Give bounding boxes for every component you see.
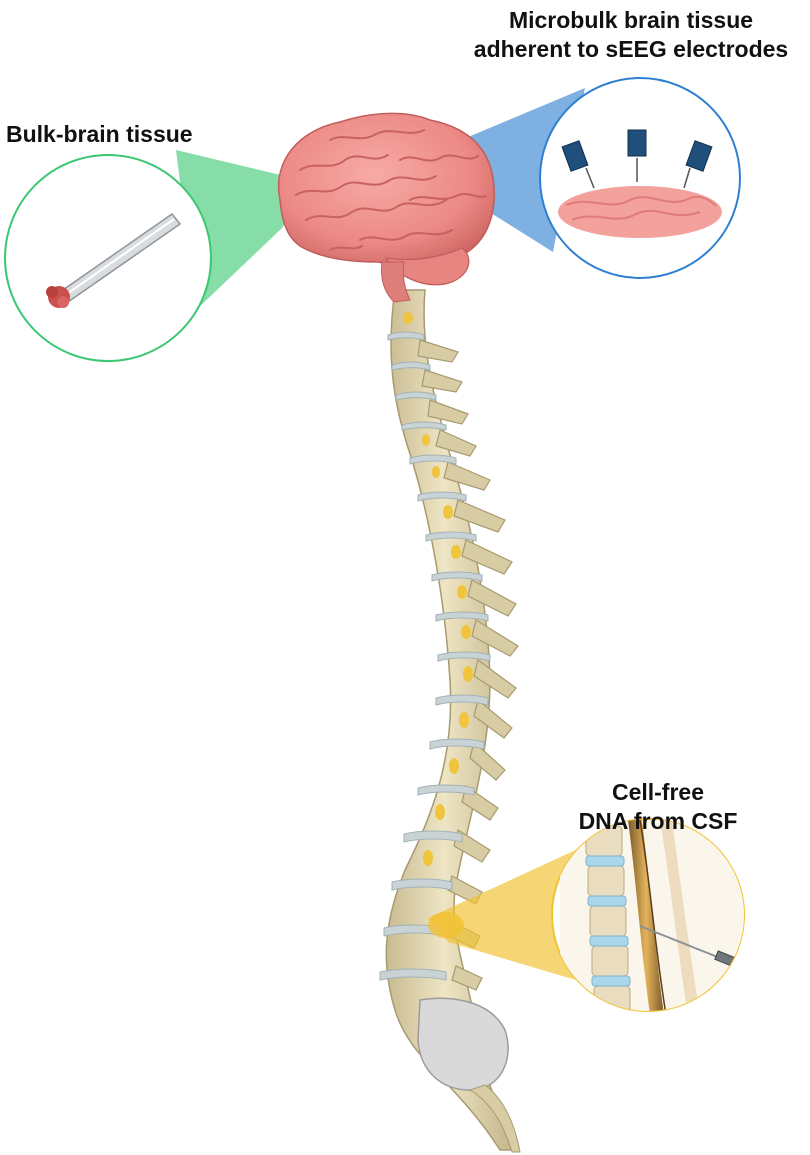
spinal-cord-segments [403, 312, 473, 866]
csf-callout-beam [428, 848, 596, 986]
seeg-electrodes-icon [558, 129, 722, 238]
coccyx [468, 1084, 521, 1153]
brain-stem [381, 261, 411, 303]
bulk-callout [4, 150, 314, 362]
microbulk-tissue-label-line-2: adherent to sEEG electrodes [473, 36, 789, 62]
microbulk-callout-circle [539, 77, 741, 279]
microbulk-callout-beam [418, 88, 585, 252]
spine [379, 289, 521, 1153]
forceps-tissue-sample-icon [46, 212, 182, 308]
csf-callout [428, 818, 745, 1012]
brain-cerebellum [384, 247, 470, 286]
intervertebral-discs [379, 331, 491, 981]
bulk-tissue-label-line: Bulk-brain tissue [6, 121, 193, 147]
microbulk-callout [418, 77, 741, 279]
csf-dna-label-line-1: Cell-free [611, 779, 705, 805]
bulk-tissue-label: Bulk-brain tissue [6, 120, 193, 149]
csf-puncture-site [428, 912, 464, 938]
brain-cerebrum [277, 112, 495, 267]
sacrum [417, 997, 509, 1091]
brain [277, 112, 495, 303]
csf-dna-label-line-2: DNA from CSF [578, 808, 738, 834]
lumbar-puncture-needle-icon [560, 819, 744, 1011]
microbulk-tissue-label-line-1: Microbulk brain tissue [508, 7, 754, 33]
csf-dna-label: Cell-free DNA from CSF [558, 778, 758, 836]
brain-gyri [295, 129, 487, 251]
spinous-processes [417, 339, 519, 991]
microbulk-tissue-label: Microbulk brain tissue adherent to sEEG … [455, 6, 807, 64]
